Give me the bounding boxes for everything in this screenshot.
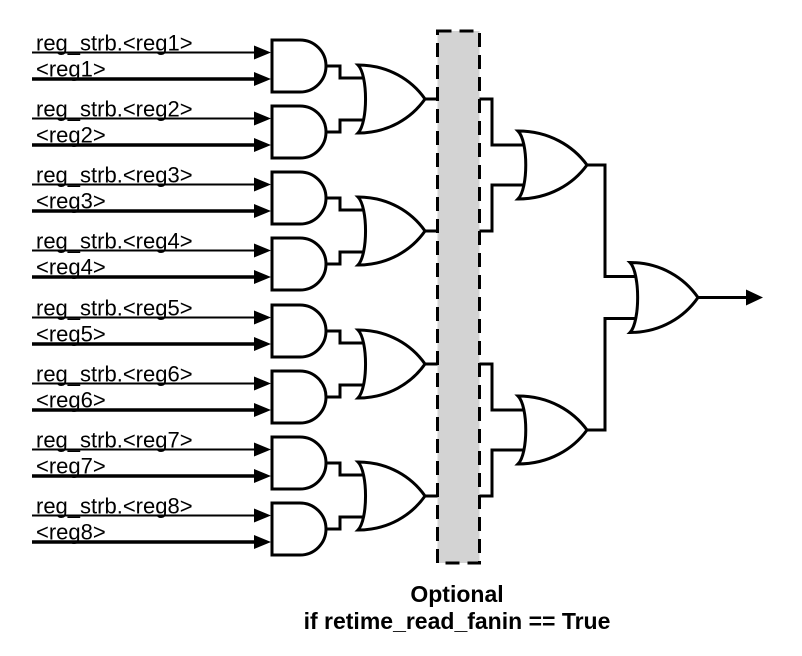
input-label-reg: <reg5> — [36, 322, 106, 347]
input-label-reg: <reg8> — [36, 520, 106, 545]
optional-caption-line1: Optional — [410, 581, 503, 607]
input-arrowhead-strobe — [254, 376, 271, 391]
input-label-reg: <reg2> — [36, 123, 106, 148]
optional-retime-region — [436, 29, 481, 565]
region-to-or-wire — [478, 183, 532, 233]
input-label-strobe: reg_strb.<reg4> — [36, 229, 193, 254]
input-arrowhead-reg — [254, 403, 271, 417]
region-to-or-wire — [478, 97, 532, 147]
and-to-or-wire — [326, 196, 372, 212]
input-label-reg: <reg7> — [36, 454, 106, 479]
or-gate-stage2 — [354, 460, 427, 532]
or-gate-final — [626, 260, 700, 335]
region-to-or-wire — [478, 448, 532, 498]
input-arrowhead-strobe — [254, 310, 271, 325]
and-gate — [270, 104, 328, 160]
input-arrowhead-strobe — [254, 442, 271, 457]
input-arrowhead-strobe — [254, 508, 271, 523]
input-label-strobe: reg_strb.<reg1> — [36, 31, 193, 56]
gates-layer — [270, 38, 700, 557]
optional-caption-line2: if retime_read_fanin == True — [304, 608, 611, 634]
output-arrowhead — [746, 289, 763, 306]
input-arrowhead-strobe — [254, 243, 271, 258]
input-label-reg: <reg6> — [36, 388, 106, 413]
or-gate-stage2 — [354, 63, 427, 135]
input-arrowhead-strobe — [254, 177, 271, 192]
and-to-or-wire — [326, 515, 372, 531]
or-gate-stage2 — [354, 195, 427, 267]
and-to-or-wire — [326, 250, 372, 266]
and-gate — [270, 236, 328, 292]
and-gate — [270, 369, 328, 425]
input-arrowhead-reg — [254, 204, 271, 218]
input-label-strobe: reg_strb.<reg5> — [36, 296, 193, 321]
wires-layer — [32, 45, 763, 549]
input-label-reg: <reg4> — [36, 255, 106, 280]
region-to-or-wire — [478, 362, 532, 412]
and-to-or-wire — [326, 461, 372, 477]
input-label-strobe: reg_strb.<reg3> — [36, 163, 193, 188]
input-label-strobe: reg_strb.<reg6> — [36, 362, 193, 387]
labels-layer: reg_strb.<reg1><reg1>reg_strb.<reg2><reg… — [36, 31, 193, 545]
input-label-strobe: reg_strb.<reg2> — [36, 97, 193, 122]
and-to-or-wire — [326, 64, 372, 80]
input-arrowhead-reg — [254, 72, 271, 86]
or-gate-stage3 — [514, 129, 589, 201]
input-arrowhead-strobe — [254, 45, 271, 60]
input-arrowhead-reg — [254, 337, 271, 351]
input-label-reg: <reg3> — [36, 189, 106, 214]
or-gate-stage2 — [354, 328, 427, 400]
or-to-final-wire — [586, 163, 644, 278]
and-gate — [270, 170, 328, 226]
and-to-or-wire — [326, 329, 372, 345]
input-label-strobe: reg_strb.<reg7> — [36, 428, 193, 453]
input-arrowhead-reg — [254, 138, 271, 152]
input-arrowhead-reg — [254, 535, 271, 549]
and-gate — [270, 303, 328, 359]
and-gate — [270, 501, 328, 557]
input-arrowhead-strobe — [254, 111, 271, 126]
or-gate-stage3 — [514, 394, 589, 466]
and-gate — [270, 38, 328, 94]
and-to-or-wire — [326, 118, 372, 134]
input-arrowhead-reg — [254, 469, 271, 483]
and-to-or-wire — [326, 383, 372, 399]
input-label-reg: <reg1> — [36, 57, 106, 82]
input-label-strobe: reg_strb.<reg8> — [36, 494, 193, 519]
input-arrowhead-reg — [254, 270, 271, 284]
or-to-final-wire — [586, 317, 644, 432]
and-gate — [270, 435, 328, 491]
